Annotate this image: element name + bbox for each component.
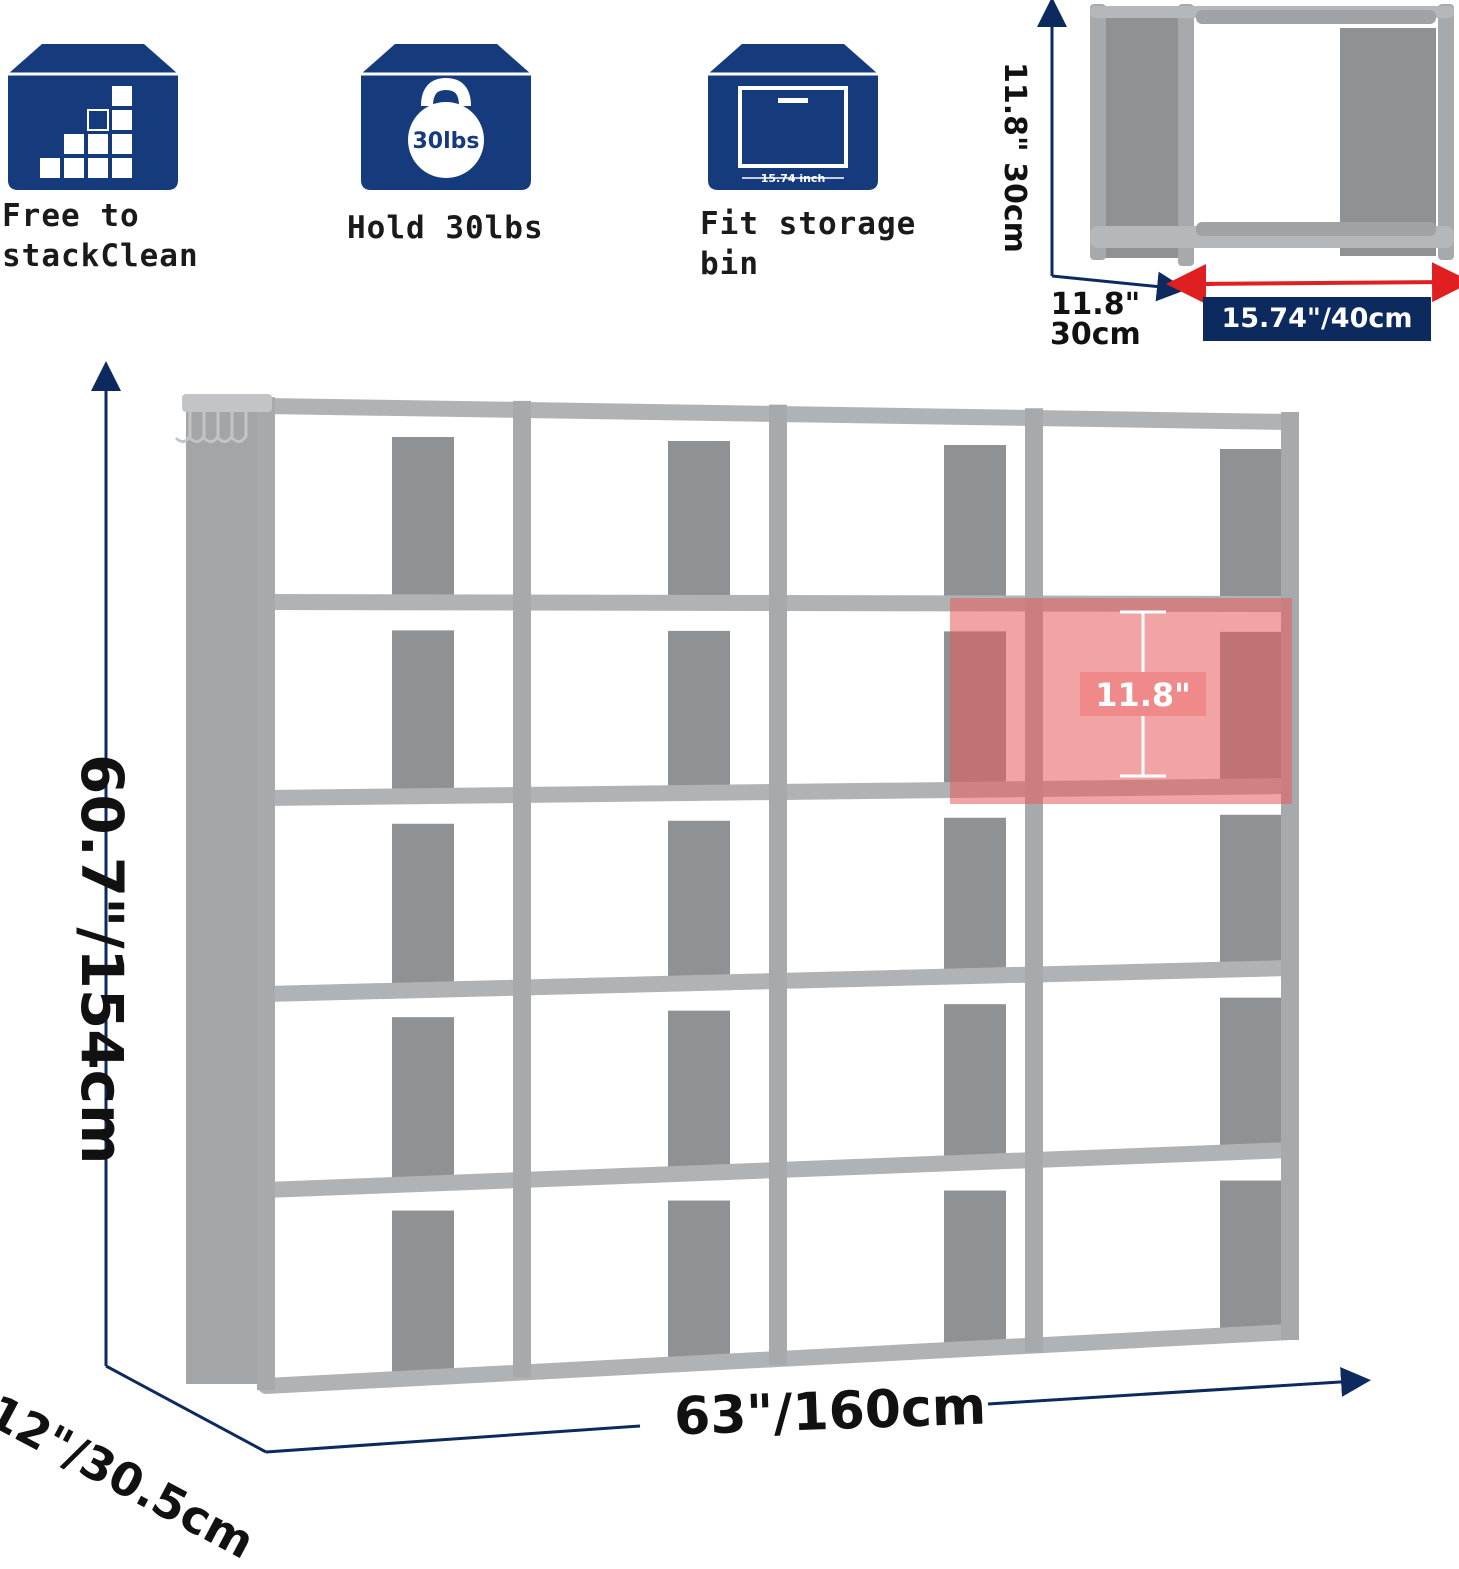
hook-bar xyxy=(182,394,272,412)
side-panel xyxy=(944,817,1006,975)
side-panel xyxy=(668,1200,730,1361)
side-panel xyxy=(392,1210,454,1374)
overall-height-label: 60.7"/154cm xyxy=(68,754,136,1165)
highlighted-cube: 11.8" xyxy=(950,598,1292,804)
hook xyxy=(188,412,206,443)
feature-weight-label: Hold 30lbs xyxy=(347,210,544,246)
stack-icon xyxy=(8,44,178,190)
highlight-height-label: 11.8" xyxy=(1095,676,1191,714)
hook xyxy=(202,412,220,443)
feature-stack xyxy=(2,40,184,192)
side-panel xyxy=(668,630,730,791)
side-panel xyxy=(944,444,1006,602)
side-panel xyxy=(1220,997,1282,1151)
hook xyxy=(216,412,234,443)
hook xyxy=(230,412,248,443)
product-diagram: 11.8" xyxy=(91,0,1459,1454)
storage-bin-icon: 15.74 inch xyxy=(708,44,878,190)
side-panel xyxy=(668,440,730,601)
feature-weight: 30lbs xyxy=(355,40,537,192)
cube-depth-label: 11.8" 30cm xyxy=(1050,287,1141,352)
side-panel xyxy=(392,630,454,794)
overall-width-label: 63"/160cm xyxy=(673,1376,987,1448)
kettlebell-text: 30lbs xyxy=(413,129,480,154)
kettlebell-icon: 30lbs xyxy=(361,44,531,190)
cube-right-panel xyxy=(1340,28,1436,256)
cube-shelf xyxy=(174,394,1299,1394)
cube-left-panel xyxy=(1094,14,1182,258)
side-panel xyxy=(668,820,730,981)
side-panel xyxy=(1220,448,1282,602)
side-panel xyxy=(392,436,454,601)
feature-stack-label: Free to stackClean xyxy=(2,198,199,274)
side-panel xyxy=(1220,1180,1282,1334)
cube-width-badge: 15.74"/40cm xyxy=(1203,297,1431,341)
side-panel xyxy=(392,823,454,988)
hook xyxy=(174,412,192,443)
side-panel xyxy=(944,1004,1006,1161)
side-panel xyxy=(944,1190,1006,1347)
single-cube xyxy=(1090,4,1454,266)
side-panel xyxy=(392,1017,454,1181)
feature-bin: 15.74 inch xyxy=(702,40,884,192)
cube-height-label: 11.8" 30cm xyxy=(997,62,1032,253)
depth-arrow xyxy=(105,1364,267,1454)
side-panel xyxy=(1220,814,1282,968)
side-panel xyxy=(668,1010,730,1171)
left-outer-panel xyxy=(186,404,266,1384)
width-arrow xyxy=(987,1366,1371,1406)
bin-width-text: 15.74 inch xyxy=(761,172,826,185)
feature-bin-label: Fit storage bin xyxy=(700,206,917,282)
